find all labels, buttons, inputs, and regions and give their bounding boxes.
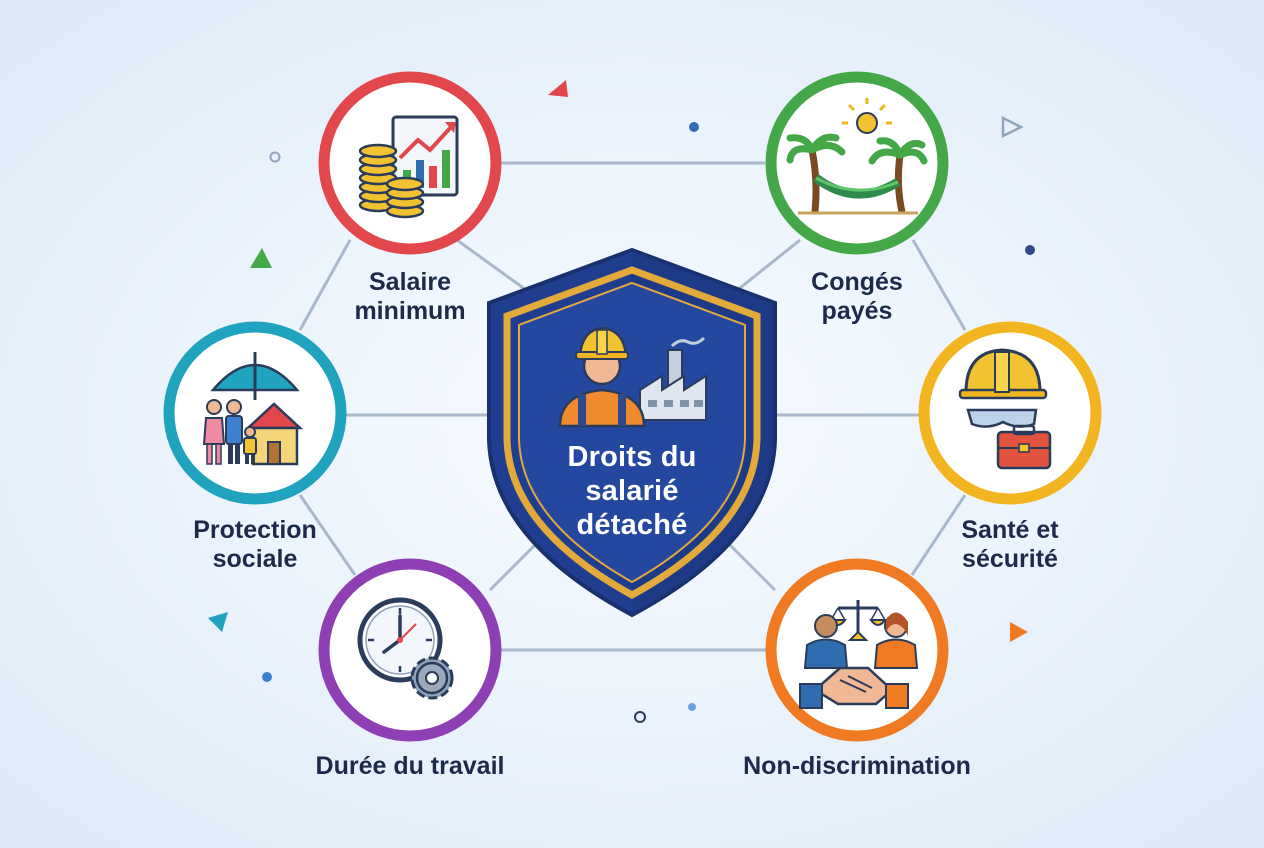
node-conges-payes <box>765 71 949 255</box>
central-shield <box>487 247 777 618</box>
label-sante-securite: Santé et sécurité <box>961 516 1059 573</box>
node-duree-travail <box>318 558 502 742</box>
connector-lines <box>298 161 967 652</box>
label-salaire-minimum: Salaire minimum <box>354 268 466 325</box>
factory-icon <box>639 336 707 421</box>
node-non-discrimination <box>765 558 949 742</box>
label-non-discrimination: Non-discrimination <box>743 752 971 780</box>
label-conges-payes: Congés payés <box>811 268 903 325</box>
label-duree-travail: Durée du travail <box>315 752 505 780</box>
label-protection-sociale: Protection sociale <box>193 516 317 573</box>
hardhat-goggles-toolbox-icon <box>958 348 1052 470</box>
coins-chart-icon <box>358 115 459 219</box>
node-sante-securite <box>918 321 1102 505</box>
umbrella-family-icon <box>202 352 304 466</box>
decorative-confetti <box>208 80 1035 723</box>
node-salaire-minimum <box>318 71 502 255</box>
clock-gear-icon <box>357 597 454 700</box>
scales-handshake-icon <box>799 600 919 709</box>
worker-icon <box>558 326 646 428</box>
node-protection-sociale <box>163 321 347 505</box>
shield-title: Droits du salarié détaché <box>567 441 697 541</box>
palm-hammock-icon <box>786 98 928 215</box>
